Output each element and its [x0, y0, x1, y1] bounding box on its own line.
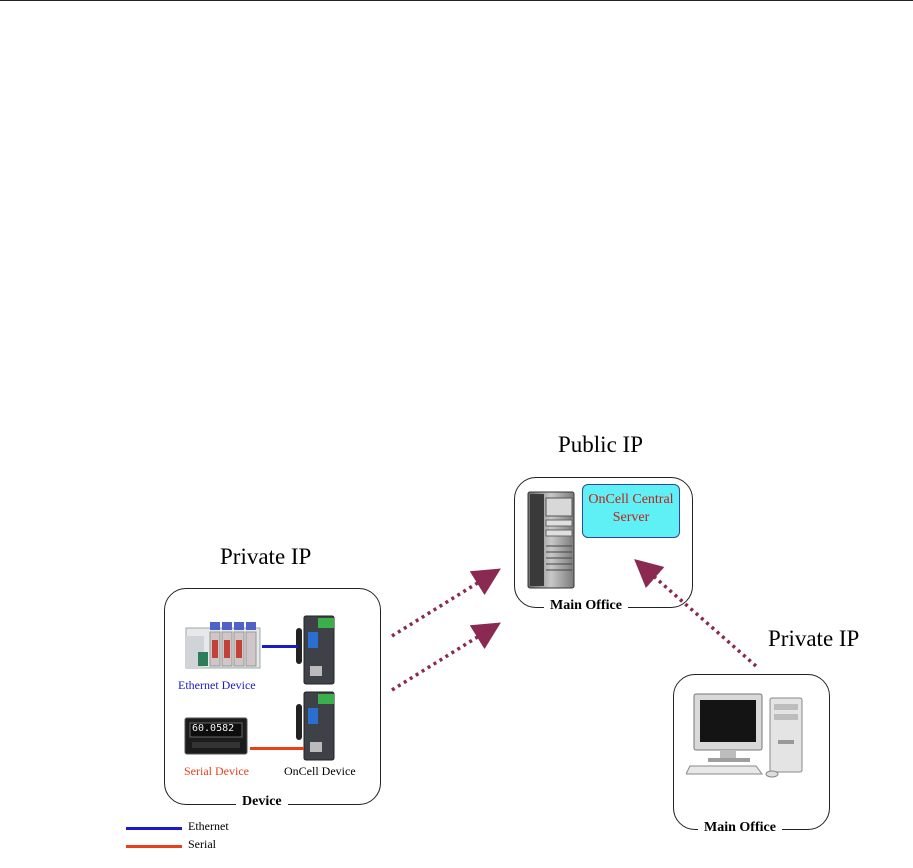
oncell-device-icon-bottom — [296, 691, 335, 761]
arrow-client-to-server — [634, 559, 758, 668]
legend-serial-line — [126, 845, 182, 848]
oncell-device-label: OnCell Device — [284, 764, 356, 778]
legend-ethernet-line — [126, 827, 182, 830]
ethernet-device-icon — [185, 622, 261, 669]
private-ip-right-label: Private IP — [768, 626, 860, 651]
legend-serial-label: Serial — [188, 837, 216, 851]
arrow-device-to-server-1 — [391, 568, 501, 638]
server-title-line1: OnCell Central — [588, 492, 674, 507]
ethernet-device-label: Ethernet Device — [178, 678, 256, 692]
oncell-device-icon-top — [296, 615, 335, 685]
private-ip-left-label: Private IP — [220, 544, 312, 569]
client-box-label: Main Office — [698, 820, 782, 836]
arrow-device-to-server-2 — [391, 622, 501, 692]
ethernet-connection-line — [262, 645, 298, 648]
device-box-label: Device — [236, 794, 288, 810]
top-border-line — [0, 0, 913, 1]
legend-ethernet-label: Ethernet — [188, 819, 229, 833]
serial-connection-line — [250, 747, 304, 750]
device-group-box — [164, 588, 381, 805]
public-ip-label: Public IP — [558, 432, 643, 457]
oncell-central-server-badge: OnCell Central Server — [582, 484, 680, 538]
server-box-label: Main Office — [544, 598, 628, 614]
desktop-computer-icon — [686, 693, 803, 778]
serial-device-icon — [184, 717, 248, 755]
meter-display: 60.0582 — [192, 723, 235, 734]
server-tower-icon — [527, 491, 575, 589]
serial-device-label: Serial Device — [184, 764, 249, 778]
server-title-line2: Server — [612, 510, 650, 525]
